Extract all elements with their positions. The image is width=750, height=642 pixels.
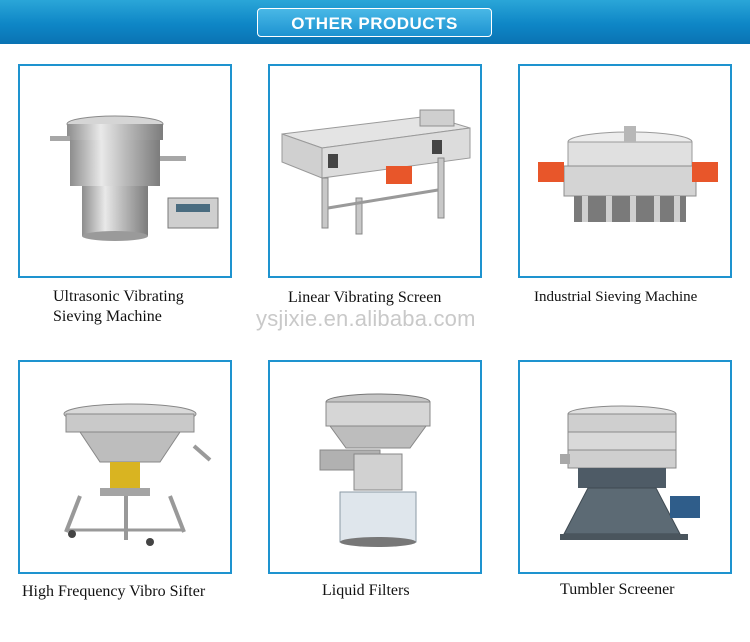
product-name-liquid-filters[interactable]: Liquid Filters	[322, 582, 410, 599]
product-card-liquid-filters[interactable]	[268, 360, 482, 574]
product-card-tumbler-screener[interactable]	[518, 360, 732, 574]
tumbler-screener-image	[560, 405, 700, 540]
watermark: ysjixie.en.alibaba.com	[256, 306, 476, 331]
ultrasonic-sieve-image	[50, 115, 219, 241]
product-name-linear-screen[interactable]: Linear Vibrating Screen	[288, 289, 442, 306]
product-name-tumbler-screener[interactable]: Tumbler Screener	[560, 581, 675, 598]
vibro-sifter-image	[63, 403, 212, 546]
product-card-ultrasonic[interactable]	[18, 64, 232, 278]
product-card-vibro-sifter[interactable]	[18, 360, 232, 574]
linear-screen-image	[281, 109, 471, 235]
product-name-industrial-sieve[interactable]: Industrial Sieving Machine	[534, 289, 698, 305]
product-name-vibro-sifter[interactable]: High Frequency Vibro Sifter	[22, 583, 206, 600]
product-card-linear-screen[interactable]	[268, 64, 482, 278]
industrial-sieve-image	[538, 126, 718, 222]
product-card-industrial-sieve[interactable]	[518, 64, 732, 278]
liquid-filter-image	[319, 393, 431, 547]
header-banner: OTHER PRODUCTS	[0, 0, 750, 44]
product-name-ultrasonic[interactable]: Ultrasonic Vibrating Sieving Machine	[53, 288, 184, 325]
section-title: OTHER PRODUCTS	[257, 8, 492, 37]
